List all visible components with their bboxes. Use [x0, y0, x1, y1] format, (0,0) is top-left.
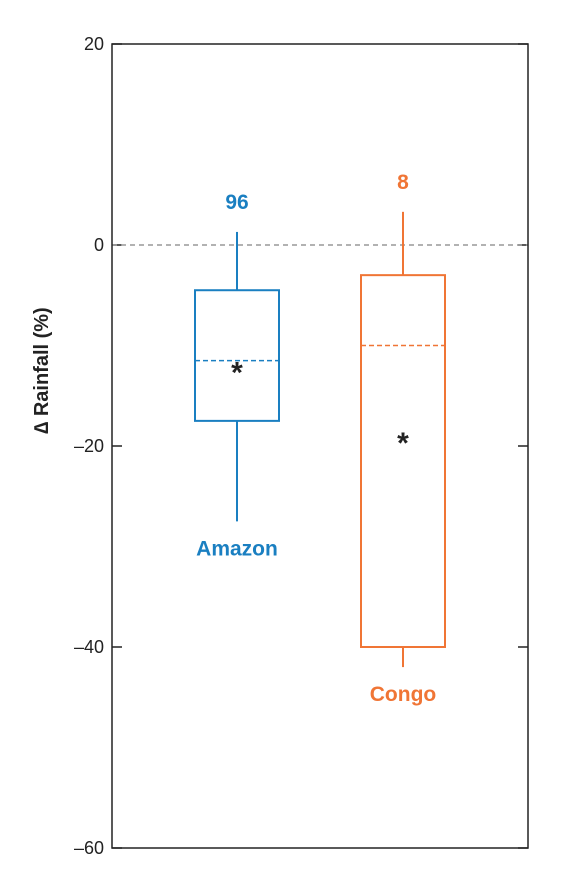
mean-marker: * — [231, 357, 243, 390]
plot-frame — [111, 43, 529, 849]
y-axis-title: ∆ Rainfall (%) — [31, 307, 53, 434]
box-iqr — [194, 289, 280, 422]
series-name-label: Congo — [370, 683, 436, 706]
y-tick-label: 20 — [84, 34, 104, 54]
count-label: 96 — [225, 191, 248, 214]
series-name-label: Amazon — [196, 537, 278, 560]
y-axis-ticks: 20 0 –20 –40 –60 — [74, 34, 528, 858]
y-tick-label: –60 — [74, 838, 104, 858]
count-label: 8 — [397, 171, 409, 194]
y-tick-label: –40 — [74, 637, 104, 657]
y-tick-label: 0 — [94, 235, 104, 255]
box-iqr — [360, 274, 446, 648]
y-tick-label: –20 — [74, 436, 104, 456]
mean-marker: * — [397, 427, 409, 460]
